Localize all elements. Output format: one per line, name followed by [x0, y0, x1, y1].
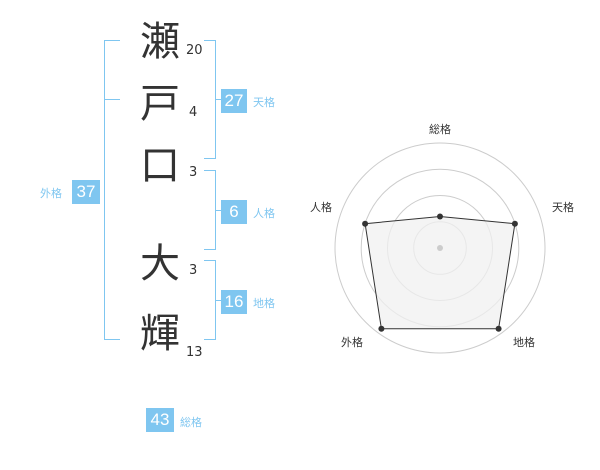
jinkaku-bracket-tick	[215, 210, 221, 211]
surname-strokes-1: 20	[186, 43, 203, 58]
chikaku-value-badge: 16	[221, 290, 247, 314]
tenkaku-value-badge: 27	[221, 89, 247, 113]
radar-center-dot	[437, 245, 443, 251]
gaikaku-value-badge: 37	[72, 180, 100, 204]
surname-char-3: 口	[140, 143, 180, 189]
given-char-2: 輝	[140, 311, 180, 357]
radar-polygon	[364, 215, 516, 330]
soukaku-label: 総格	[180, 416, 202, 429]
surname-strokes-2: 4	[189, 105, 198, 120]
jinkaku-label: 人格	[253, 207, 275, 220]
chikaku-label: 地格	[253, 297, 275, 310]
gaikaku-bracket	[104, 40, 120, 340]
surname-strokes-3: 3	[189, 165, 198, 180]
radar-axis-label-chikaku: 地格	[513, 336, 535, 349]
radar-point-3	[495, 325, 502, 332]
given-char-1: 大	[140, 241, 180, 287]
tenkaku-label: 天格	[253, 96, 275, 109]
radar-point-2	[511, 220, 518, 227]
radar-ring-4	[334, 142, 546, 354]
given-strokes-2: 13	[186, 345, 203, 360]
given-strokes-1: 3	[189, 263, 198, 278]
radar-axis-label-soukaku: 総格	[429, 123, 451, 136]
radar-axis-label-tenkaku: 天格	[552, 201, 574, 214]
radar-point-1	[437, 213, 443, 220]
surname-char-1: 瀬	[140, 19, 180, 65]
tenkaku-bracket-tick	[215, 99, 221, 100]
surname-char-2: 戸	[140, 81, 180, 127]
radar-point-5	[362, 220, 369, 227]
radar-point-4	[378, 325, 385, 332]
chikaku-bracket-tick	[215, 300, 221, 301]
radar-axis-label-gaikaku: 外格	[341, 336, 363, 349]
gaikaku-label: 外格	[40, 187, 62, 200]
jinkaku-value-badge: 6	[221, 200, 247, 224]
soukaku-value-badge: 43	[146, 408, 174, 432]
gaikaku-bracket-tick	[104, 99, 120, 100]
radar-axis-label-jinkaku: 人格	[310, 201, 332, 214]
